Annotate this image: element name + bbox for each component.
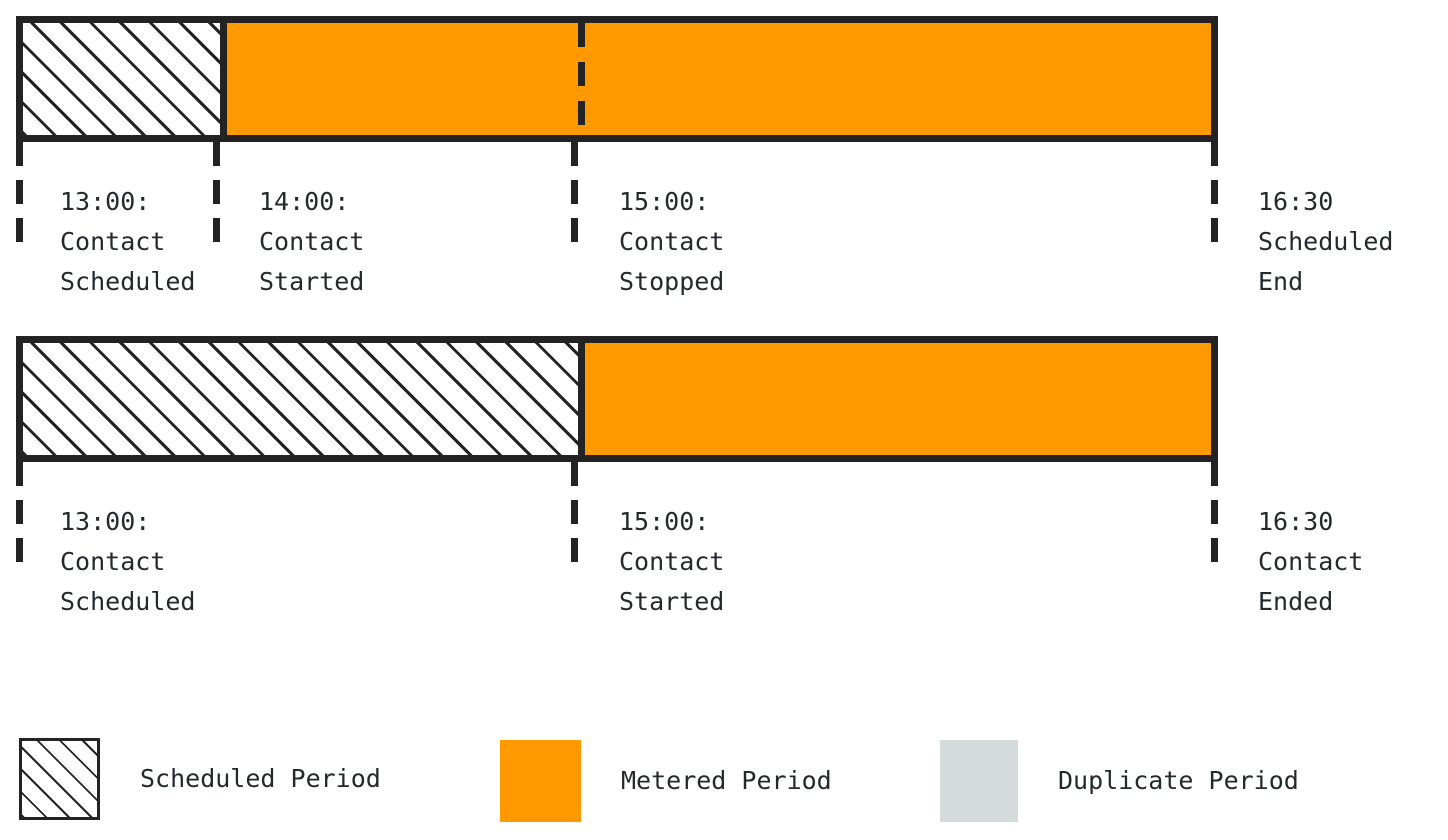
event-name-line2: Started: [259, 267, 365, 296]
segment-metered-1b: [578, 23, 1211, 135]
event-name-line1: Scheduled: [1258, 227, 1394, 256]
timeline-bar-1: [16, 16, 1218, 142]
legend-item-duplicate: Duplicate Period: [940, 740, 1299, 822]
legend-swatch-scheduled: [19, 738, 100, 820]
event-name-line2: Stopped: [619, 267, 725, 296]
legend-label-duplicate: Duplicate Period: [1058, 766, 1299, 795]
tick-2-1630: [1211, 462, 1218, 570]
legend-item-metered: Metered Period: [500, 740, 832, 822]
event-name-line2: Started: [619, 587, 725, 616]
event-name-line1: Contact: [1258, 547, 1364, 576]
event-time: 13:00:: [60, 187, 151, 216]
event-name-line1: Contact: [619, 547, 725, 576]
event-name-line1: Contact: [60, 227, 166, 256]
event-time: 15:00:: [619, 187, 710, 216]
legend-swatch-metered: [500, 740, 581, 822]
event-name-line1: Contact: [259, 227, 365, 256]
legend-item-scheduled: Scheduled Period: [19, 738, 381, 820]
tick-1-1500: [571, 142, 578, 250]
timeline-bar-2: [16, 336, 1218, 462]
event-time: 14:00:: [259, 187, 350, 216]
legend-label-scheduled: Scheduled Period: [140, 764, 381, 793]
boundary-divider-dashed-1500: [578, 23, 585, 135]
tick-2-1300: [16, 462, 23, 570]
segment-metered-2: [578, 343, 1211, 455]
event-time: 16:30: [1258, 507, 1334, 536]
legend-label-metered: Metered Period: [621, 766, 832, 795]
event-time: 16:30: [1258, 187, 1334, 216]
event-name-line2: Scheduled: [60, 587, 196, 616]
segment-metered-1a: [220, 23, 578, 135]
boundary-divider-1400: [220, 16, 227, 142]
tick-2-1500: [571, 462, 578, 570]
segment-scheduled-1: [23, 23, 220, 135]
legend-swatch-duplicate: [940, 740, 1018, 822]
event-time: 13:00:: [60, 507, 151, 536]
tick-1-1400: [213, 142, 220, 250]
event-name-line1: Contact: [619, 227, 725, 256]
event-name-line2: Ended: [1258, 587, 1334, 616]
segment-scheduled-2: [23, 343, 578, 455]
event-time: 15:00:: [619, 507, 710, 536]
tick-1-1300: [16, 142, 23, 250]
event-name-line2: End: [1258, 267, 1304, 296]
boundary-divider-1500-row2: [578, 336, 585, 462]
event-name-line1: Contact: [60, 547, 166, 576]
event-name-line2: Scheduled: [60, 267, 196, 296]
tick-1-1630: [1211, 142, 1218, 250]
